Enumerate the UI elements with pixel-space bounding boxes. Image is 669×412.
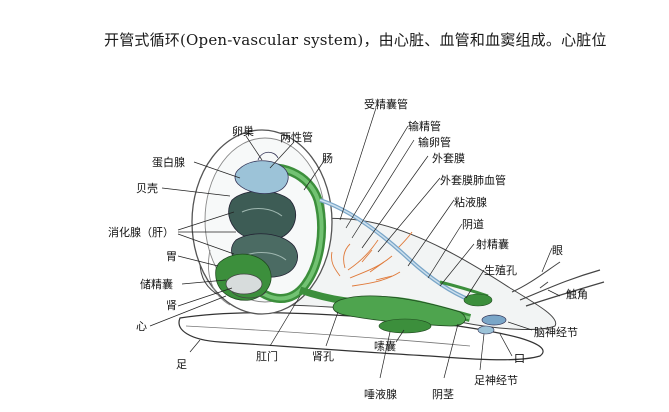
label-anus: 肛门	[256, 349, 278, 363]
label-mouth: 口	[514, 352, 525, 365]
label-hermaphroditic-duct: 两性管	[280, 130, 313, 144]
label-penis: 阴茎	[432, 388, 454, 401]
label-salivary-gland: 唾液腺	[364, 387, 397, 401]
label-mucus-gland: 粘液腺	[454, 195, 487, 209]
label-heart: 心	[136, 320, 147, 333]
label-foot: 足	[176, 358, 187, 371]
label-vas-deferens: 输精管	[408, 119, 441, 133]
label-mantle: 外套膜	[432, 152, 465, 165]
label-genital-pore: 生殖孔	[484, 263, 517, 277]
label-oviduct: 输卵管	[418, 135, 451, 149]
label-crop: 嗉囊	[374, 339, 396, 353]
label-intestine: 肠	[322, 152, 333, 165]
label-renal-pore: 肾孔	[312, 350, 334, 363]
label-digestive-gland: 消化腺（肝）	[108, 225, 174, 239]
label-cerebral-ganglion: 脑神经节	[534, 325, 578, 339]
label-stomach: 胃	[166, 250, 177, 263]
label-ejaculatory-sac: 射精囊	[476, 237, 509, 251]
label-mantle-lung-vessel: 外套膜肺血管	[440, 173, 506, 187]
label-vagina: 阴道	[462, 217, 484, 231]
label-pedal-ganglion: 足神经节	[474, 373, 518, 387]
label-albumen-gland: 蛋白腺	[152, 155, 185, 169]
label-kidney: 肾	[166, 299, 177, 312]
label-ovary: 卵巢	[232, 125, 254, 138]
label-seminal-vesicle: 储精囊	[140, 277, 173, 291]
label-spermatheca-duct: 受精囊管	[364, 97, 408, 111]
label-eye: 眼	[552, 244, 563, 257]
label-shell: 贝壳	[136, 181, 158, 195]
label-tentacle: 触角	[566, 287, 588, 301]
